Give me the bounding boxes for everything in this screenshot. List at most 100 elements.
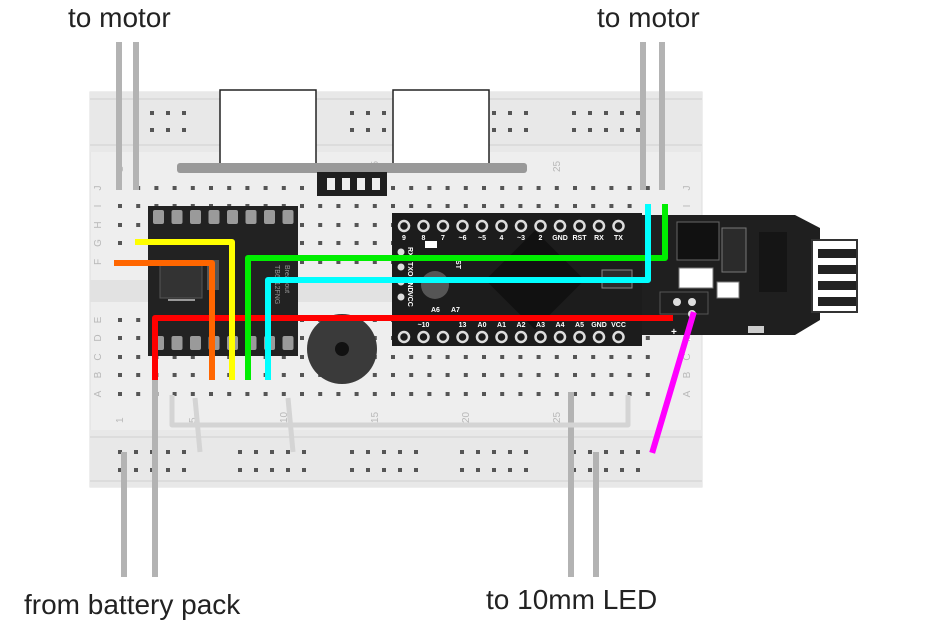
rail-hole <box>492 450 496 454</box>
rail-hole <box>118 468 122 472</box>
rail-hole <box>604 111 608 115</box>
capacitors <box>219 89 490 171</box>
driver-pin <box>227 210 238 224</box>
hole <box>627 355 632 359</box>
hole <box>136 373 141 377</box>
rail-hole <box>350 128 354 132</box>
arduino-bottom-pin <box>612 330 625 344</box>
arduino-bottom-pin <box>573 330 586 344</box>
rail-hole <box>604 128 608 132</box>
hole <box>536 392 541 396</box>
hole <box>318 204 323 208</box>
arduino-top-pin-label: ~5 <box>478 235 486 242</box>
rail-hole <box>166 450 170 454</box>
arduino-top-pin <box>534 219 547 233</box>
hole <box>318 223 323 227</box>
hole <box>554 373 559 377</box>
rail-hole <box>382 111 386 115</box>
rail-hole <box>150 111 154 115</box>
arduino-top-pin <box>592 219 606 233</box>
rail-hole <box>366 128 370 132</box>
rail-hole <box>182 111 186 115</box>
rail-hole <box>620 468 624 472</box>
column-number: 15 <box>370 411 381 423</box>
arduino-top-pin-label: 8 <box>422 235 426 242</box>
hole <box>445 392 450 396</box>
hole <box>445 355 450 359</box>
orange-wire <box>114 260 215 380</box>
column-number: 5 <box>188 417 199 423</box>
arduino-top-pin <box>612 219 625 233</box>
rail-hole <box>414 450 418 454</box>
rail-hole <box>414 468 418 472</box>
rail-hole <box>476 450 480 454</box>
row-letter: C <box>682 353 693 360</box>
arduino-top-pin <box>417 219 430 233</box>
hole <box>609 373 614 377</box>
hole <box>482 392 486 396</box>
row-letter: B <box>682 371 693 378</box>
hole <box>172 392 177 396</box>
hole <box>482 373 486 377</box>
hole <box>518 355 523 359</box>
hole <box>136 392 141 396</box>
rail-hole <box>524 468 528 472</box>
arduino-top-pin <box>397 219 411 233</box>
arduino-bottom-pin <box>417 330 430 344</box>
hole <box>209 186 213 190</box>
driver-pin <box>208 210 220 224</box>
hole <box>136 318 141 322</box>
row-letter: J <box>682 186 693 191</box>
label-from-battery-pack: from battery pack <box>24 589 241 620</box>
rail-hole <box>302 468 306 472</box>
arduino-bottom-pin-label: A5 <box>575 322 584 329</box>
hole <box>427 373 432 377</box>
hole <box>118 318 122 322</box>
hole <box>300 336 304 340</box>
hole <box>536 373 541 377</box>
rail-hole <box>238 468 242 472</box>
rail-hole <box>620 128 624 132</box>
rail-hole <box>460 450 464 454</box>
hole <box>172 186 177 190</box>
arduino-top-pin-label: RST <box>573 235 588 242</box>
hole <box>300 373 304 377</box>
arduino-bottom-pin-label: VCC <box>611 322 626 329</box>
arduino-top-pin <box>495 219 508 233</box>
row-letter: G <box>93 239 104 247</box>
rail-hole <box>604 468 608 472</box>
hole <box>427 186 432 190</box>
hole <box>190 373 195 377</box>
hole <box>118 373 122 377</box>
row-letter: F <box>93 259 104 265</box>
label-to-motor-left: to motor <box>68 2 171 33</box>
hole <box>518 392 523 396</box>
rail-hole <box>476 468 480 472</box>
driver-pin <box>282 210 294 224</box>
hole <box>118 241 122 245</box>
arduino-bottom-pin-label: A4 <box>556 322 565 329</box>
hole <box>645 392 650 396</box>
hole <box>372 373 377 377</box>
rail-hole <box>150 128 154 132</box>
arduino-top-pin <box>436 219 450 233</box>
arduino-bottom-pin-label: 13 <box>459 322 467 329</box>
row-letter: A <box>93 390 104 397</box>
row-letter: J <box>93 186 104 191</box>
rail-hole <box>492 468 496 472</box>
hole <box>118 223 122 227</box>
hole <box>136 223 141 227</box>
hole <box>591 186 596 190</box>
hole <box>627 204 632 208</box>
arduino-bottom-pin <box>514 330 528 344</box>
hole <box>118 355 122 359</box>
hole <box>645 186 650 190</box>
column-number: 10 <box>279 411 290 423</box>
arduino-side-pin <box>397 263 405 271</box>
wires <box>114 204 697 454</box>
rail-hole <box>508 450 512 454</box>
driver-pin <box>282 336 294 350</box>
hole <box>463 392 468 396</box>
hole <box>318 241 323 245</box>
hole <box>591 355 596 359</box>
